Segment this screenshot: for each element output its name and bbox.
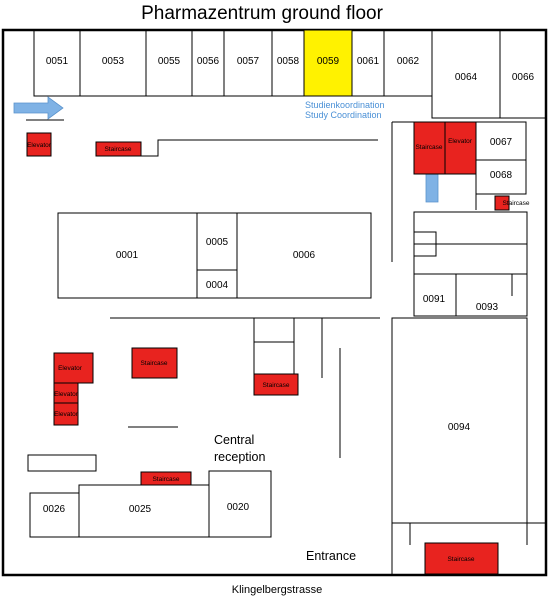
arrow-right-icon bbox=[13, 96, 64, 120]
room-0058-label: 0058 bbox=[277, 56, 300, 67]
outer-walls bbox=[1, 28, 548, 577]
staircase-center-label: Staircase bbox=[140, 360, 167, 367]
staircase-ne bbox=[413, 121, 446, 175]
room-0068-label: 0068 bbox=[490, 170, 513, 181]
room-0004-label: 0004 bbox=[206, 280, 229, 291]
room-0067-label: 0067 bbox=[490, 137, 513, 148]
room-0026-label: 0026 bbox=[43, 504, 66, 515]
plan-title: Pharmazentrum ground floor bbox=[141, 3, 384, 24]
room-0064-label: 0064 bbox=[455, 72, 478, 83]
reception-label: reception bbox=[214, 450, 265, 464]
elevator-nw bbox=[26, 132, 52, 157]
elevator-w-2-label: Elevator bbox=[54, 391, 79, 398]
central-label: Central bbox=[214, 433, 254, 447]
staircase-entrance bbox=[424, 542, 499, 575]
staircase-ne-small bbox=[494, 195, 510, 211]
entrance-label: Entrance bbox=[306, 549, 356, 563]
room-0025-label: 0025 bbox=[129, 504, 152, 515]
circulation-labels: Elevator Staircase Staircase Elevator St… bbox=[27, 138, 530, 563]
room-0059-label: 0059 bbox=[317, 56, 340, 67]
staircase-ne-small-label: Staircase bbox=[502, 200, 529, 207]
room-0057-label: 0057 bbox=[237, 56, 260, 67]
room-0020-label: 0020 bbox=[227, 502, 250, 513]
room-0053-label: 0053 bbox=[102, 56, 125, 67]
room-0001-label: 0001 bbox=[116, 250, 139, 261]
room-0005-label: 0005 bbox=[206, 237, 229, 248]
room-0062-label: 0062 bbox=[397, 56, 420, 67]
room-0059-highlight bbox=[303, 29, 353, 97]
staircase-ne-label: Staircase bbox=[415, 144, 442, 151]
room-0091-label: 0091 bbox=[423, 294, 446, 305]
room-0093-label: 0093 bbox=[476, 302, 499, 313]
room-0055-label: 0055 bbox=[158, 56, 181, 67]
staircase-mid-right-label: Staircase bbox=[262, 382, 289, 389]
elevator-w-3-label: Elevator bbox=[54, 411, 79, 418]
staircase-center bbox=[131, 347, 178, 379]
vertical-circulation bbox=[26, 121, 510, 575]
staircase-bottom bbox=[140, 471, 192, 486]
note-study-coordination: Study Coordination bbox=[305, 110, 382, 120]
elevator-w-1-label: Elevator bbox=[58, 365, 83, 372]
interior-partitions bbox=[27, 317, 380, 472]
room-0094-label: 0094 bbox=[448, 422, 471, 433]
right-service-area bbox=[391, 211, 546, 575]
street-label: Klingelbergstrasse bbox=[232, 584, 323, 596]
staircase-entrance-label: Staircase bbox=[447, 556, 474, 563]
room-0056-label: 0056 bbox=[197, 56, 220, 67]
staircase-mid-right bbox=[253, 373, 299, 396]
central-block bbox=[57, 212, 372, 299]
room-0006-label: 0006 bbox=[293, 250, 316, 261]
room-0066-label: 0066 bbox=[512, 72, 535, 83]
elevator-ne-label: Elevator bbox=[448, 138, 473, 145]
elevator-w-1 bbox=[53, 352, 94, 384]
elevator-nw-label: Elevator bbox=[27, 142, 52, 149]
staircase-nw bbox=[95, 141, 142, 157]
note-studienkoordination: Studienkoordination bbox=[305, 100, 385, 110]
room-0061-label: 0061 bbox=[357, 56, 380, 67]
room-0051-label: 0051 bbox=[46, 56, 69, 67]
top-row-rooms bbox=[33, 29, 547, 119]
staircase-bottom-label: Staircase bbox=[152, 476, 179, 483]
top-row-labels: 0051 0053 0055 0056 0057 0058 0059 0061 … bbox=[46, 56, 535, 83]
staircase-nw-label: Staircase bbox=[104, 146, 131, 153]
elevator-w-3 bbox=[53, 402, 79, 426]
elevator-ne bbox=[444, 121, 477, 175]
